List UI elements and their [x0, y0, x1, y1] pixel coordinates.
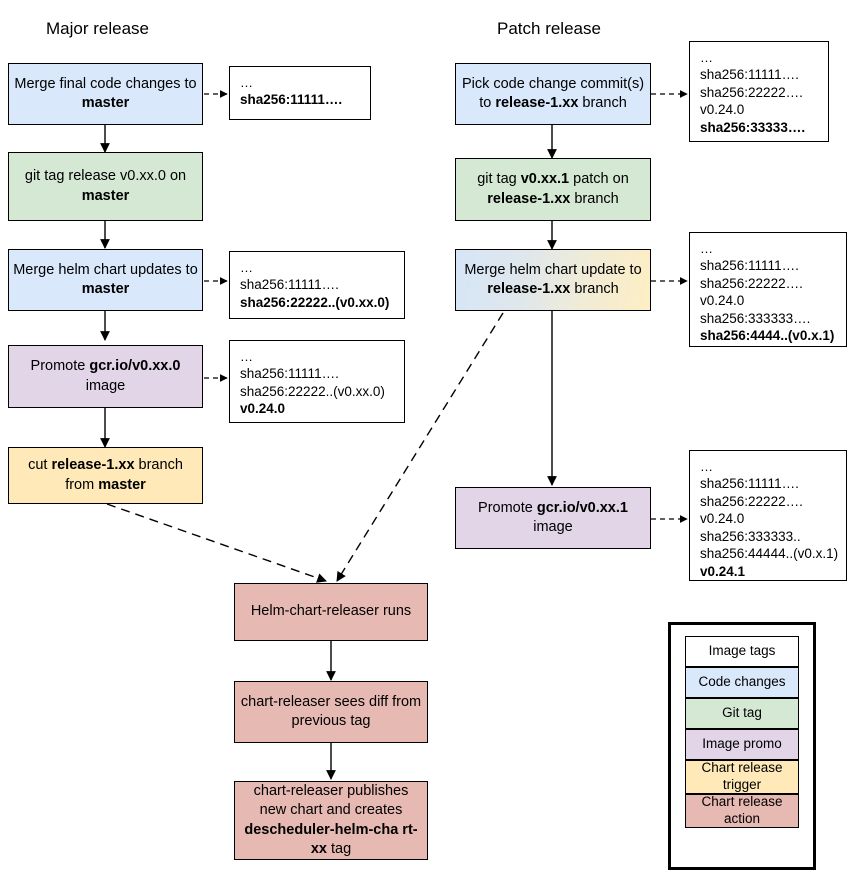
node-helm-chart-releaser-runs[interactable]: Helm-chart-releaser runs: [234, 583, 428, 641]
tag-line: sha256:333333..: [700, 528, 801, 544]
node-chart-releaser-publishes[interactable]: chart-releaser publishes new chart and c…: [234, 781, 428, 860]
node-major-merge-final-code[interactable]: Merge final code changes to master: [8, 63, 203, 125]
node-major-git-tag-release[interactable]: git tag release v0.xx.0 on master: [8, 152, 203, 221]
legend-item-git-tag: Git tag: [685, 698, 799, 729]
node-label: Merge final code changes to master: [14, 75, 197, 111]
node-label: Merge helm chart updates to master: [13, 261, 198, 297]
tagbox-major-after-merge-helm: … sha256:11111…. sha256:22222..(v0.xx.0): [229, 251, 405, 319]
column-title-patch: Patch release: [497, 19, 601, 38]
node-patch-promote-image[interactable]: Promote gcr.io/v0.xx.1 image: [455, 487, 651, 549]
tag-line: sha256:11111….: [240, 92, 343, 107]
node-label: Merge helm chart update to release-1.xx …: [464, 261, 642, 297]
tag-line: v0.24.0: [240, 401, 286, 417]
tag-line: sha256:11111….: [240, 277, 339, 292]
legend-item-label: Image tags: [708, 643, 776, 659]
legend-item-image-tags: Image tags: [685, 636, 799, 667]
legend-item-label: Chart release trigger: [701, 760, 783, 792]
tagbox-major-after-promote: … sha256:11111…. sha256:22222..(v0.xx.0) v0…: [229, 340, 405, 423]
tag-line: sha256:22222..(v0.xx.0): [240, 294, 390, 310]
legend-item-label: Code changes: [698, 674, 786, 690]
tag-line: …: [240, 260, 254, 275]
tag-line: sha256:333333….: [700, 310, 811, 326]
node-label: Promote gcr.io/v0.xx.1 image: [478, 499, 628, 535]
tag-line: sha256:22222….: [700, 275, 803, 291]
node-label: chart-releaser sees diff from previous t…: [240, 693, 422, 729]
tag-line: sha256:11111….: [700, 476, 799, 491]
node-chart-releaser-sees-diff[interactable]: chart-releaser sees diff from previous t…: [234, 681, 428, 743]
node-label: cut release-1.xx branch from master: [28, 457, 183, 493]
node-label: git tag release v0.xx.0 on master: [24, 168, 187, 204]
tag-line: sha256:44444..(v0.x.1): [700, 546, 839, 562]
tag-line: …: [700, 50, 714, 65]
tag-line: …: [700, 459, 714, 474]
legend-item-code-changes: Code changes: [685, 667, 799, 698]
node-label: Pick code change commit(s) to release-1.…: [461, 75, 645, 111]
tag-line: v0.24.1: [700, 563, 746, 579]
tag-line: sha256:4444..(v0.x.1): [700, 328, 835, 344]
node-patch-merge-helm-chart[interactable]: Merge helm chart update to release-1.xx …: [455, 249, 651, 311]
node-major-merge-helm-chart[interactable]: Merge helm chart updates to master: [8, 249, 203, 311]
tag-line: …: [700, 241, 714, 256]
tag-line: sha256:22222….: [700, 493, 803, 509]
tag-line: sha256:22222..(v0.xx.0): [240, 383, 385, 399]
tag-line: …: [240, 75, 254, 90]
tag-line: …: [240, 349, 254, 364]
legend-item-chart-release-trigger: Chart release trigger: [685, 760, 799, 794]
node-major-cut-release-branch[interactable]: cut release-1.xx branch from master: [8, 447, 203, 504]
legend-item-label: Image promo: [702, 736, 782, 752]
legend-item-image-promo: Image promo: [685, 729, 799, 760]
legend-item-chart-release-action: Chart release action: [685, 794, 799, 828]
tagbox-major-after-merge-code: … sha256:11111….: [229, 66, 371, 120]
node-major-promote-image[interactable]: Promote gcr.io/v0.xx.0 image: [8, 345, 203, 408]
node-label: git tag v0.xx.1 patch on release-1.xx br…: [477, 171, 629, 207]
node-label: Promote gcr.io/v0.xx.0 image: [30, 358, 181, 394]
column-title-major: Major release: [46, 19, 149, 38]
node-patch-pick-commits[interactable]: Pick code change commit(s) to release-1.…: [455, 63, 651, 125]
tag-line: v0.24.0: [700, 511, 745, 527]
tag-line: sha256:11111….: [700, 258, 799, 273]
tag-line: v0.24.0: [700, 102, 745, 118]
legend-item-label: Chart release action: [701, 794, 783, 826]
edge-dashed-cut-branch-to-releaser: [106, 503, 327, 583]
legend-item-label: Git tag: [722, 705, 762, 721]
tag-line: v0.24.0: [700, 293, 745, 309]
tag-line: sha256:33333….: [700, 119, 806, 135]
tag-line: sha256:22222….: [700, 84, 803, 100]
node-label: chart-releaser publishes new chart and c…: [244, 783, 418, 857]
node-patch-git-tag[interactable]: git tag v0.xx.1 patch on release-1.xx br…: [455, 158, 651, 221]
tag-line: sha256:11111….: [700, 67, 799, 82]
node-label: Helm-chart-releaser runs: [250, 603, 412, 620]
tag-line: sha256:11111….: [240, 366, 339, 381]
